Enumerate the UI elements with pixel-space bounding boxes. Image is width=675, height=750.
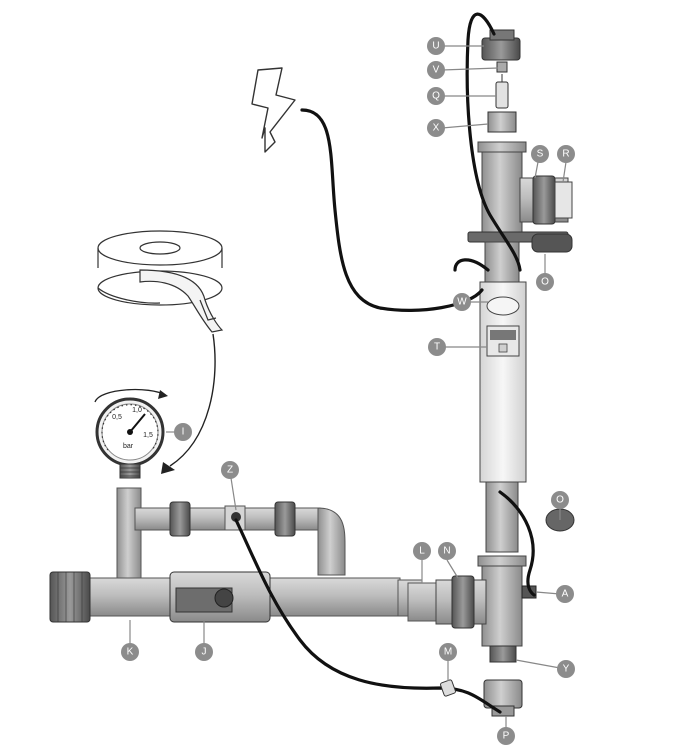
callout-m: M bbox=[439, 643, 457, 661]
callout-a: A bbox=[556, 585, 574, 603]
callout-p: P bbox=[497, 727, 515, 745]
svg-text:P: P bbox=[503, 731, 510, 742]
tape-arrow-head bbox=[161, 462, 175, 474]
gauge-tick-1: 0,5 bbox=[112, 414, 122, 421]
leader-lines bbox=[129, 45, 567, 728]
svg-text:Y: Y bbox=[563, 664, 570, 675]
svg-text:X: X bbox=[433, 123, 440, 134]
callout-o-top: O bbox=[536, 273, 554, 291]
svg-text:M: M bbox=[444, 647, 452, 658]
svg-text:N: N bbox=[443, 546, 450, 557]
gauge-tick-2: 1,0 bbox=[132, 407, 142, 414]
teflon-tape-icon bbox=[97, 230, 224, 333]
callout-k: K bbox=[121, 643, 139, 661]
svg-text:S: S bbox=[537, 149, 544, 160]
lightning-icon bbox=[251, 67, 296, 153]
svg-text:R: R bbox=[562, 149, 569, 160]
svg-text:A: A bbox=[562, 589, 569, 600]
svg-text:I: I bbox=[182, 427, 185, 438]
svg-text:W: W bbox=[457, 297, 467, 308]
callout-i: I bbox=[174, 423, 192, 441]
svg-text:J: J bbox=[202, 647, 207, 658]
gauge-tick-3: 1,5 bbox=[143, 432, 153, 439]
callout-z: Z bbox=[221, 461, 239, 479]
callout-n: N bbox=[438, 542, 456, 560]
main-unit bbox=[435, 29, 575, 717]
svg-text:L: L bbox=[419, 546, 425, 557]
callout-l: L bbox=[413, 542, 431, 560]
callout-r: R bbox=[557, 145, 575, 163]
svg-text:U: U bbox=[432, 41, 439, 52]
cables bbox=[234, 12, 536, 714]
callout-q: Q bbox=[427, 87, 445, 105]
svg-text:Z: Z bbox=[227, 465, 233, 476]
callout-o-bottom: O bbox=[551, 491, 569, 509]
gauge-unit: bar bbox=[123, 443, 134, 450]
pressure-gauge-icon bbox=[94, 388, 168, 479]
svg-text:K: K bbox=[127, 647, 134, 658]
bypass-piping bbox=[49, 487, 423, 623]
pipe-piece-l bbox=[407, 582, 439, 622]
svg-text:O: O bbox=[541, 277, 549, 288]
callout-v: V bbox=[427, 61, 445, 79]
callout-s: S bbox=[531, 145, 549, 163]
callout-j: J bbox=[195, 643, 213, 661]
callout-t: T bbox=[428, 338, 446, 356]
svg-text:O: O bbox=[556, 495, 564, 506]
svg-text:V: V bbox=[433, 65, 440, 76]
tape-arrow bbox=[169, 333, 216, 467]
callout-x: X bbox=[427, 119, 445, 137]
svg-text:T: T bbox=[434, 342, 440, 353]
svg-text:Q: Q bbox=[432, 91, 440, 102]
callout-u: U bbox=[427, 37, 445, 55]
inline-fitting bbox=[440, 679, 456, 697]
callout-w: W bbox=[453, 293, 471, 311]
callout-y: Y bbox=[557, 660, 575, 678]
